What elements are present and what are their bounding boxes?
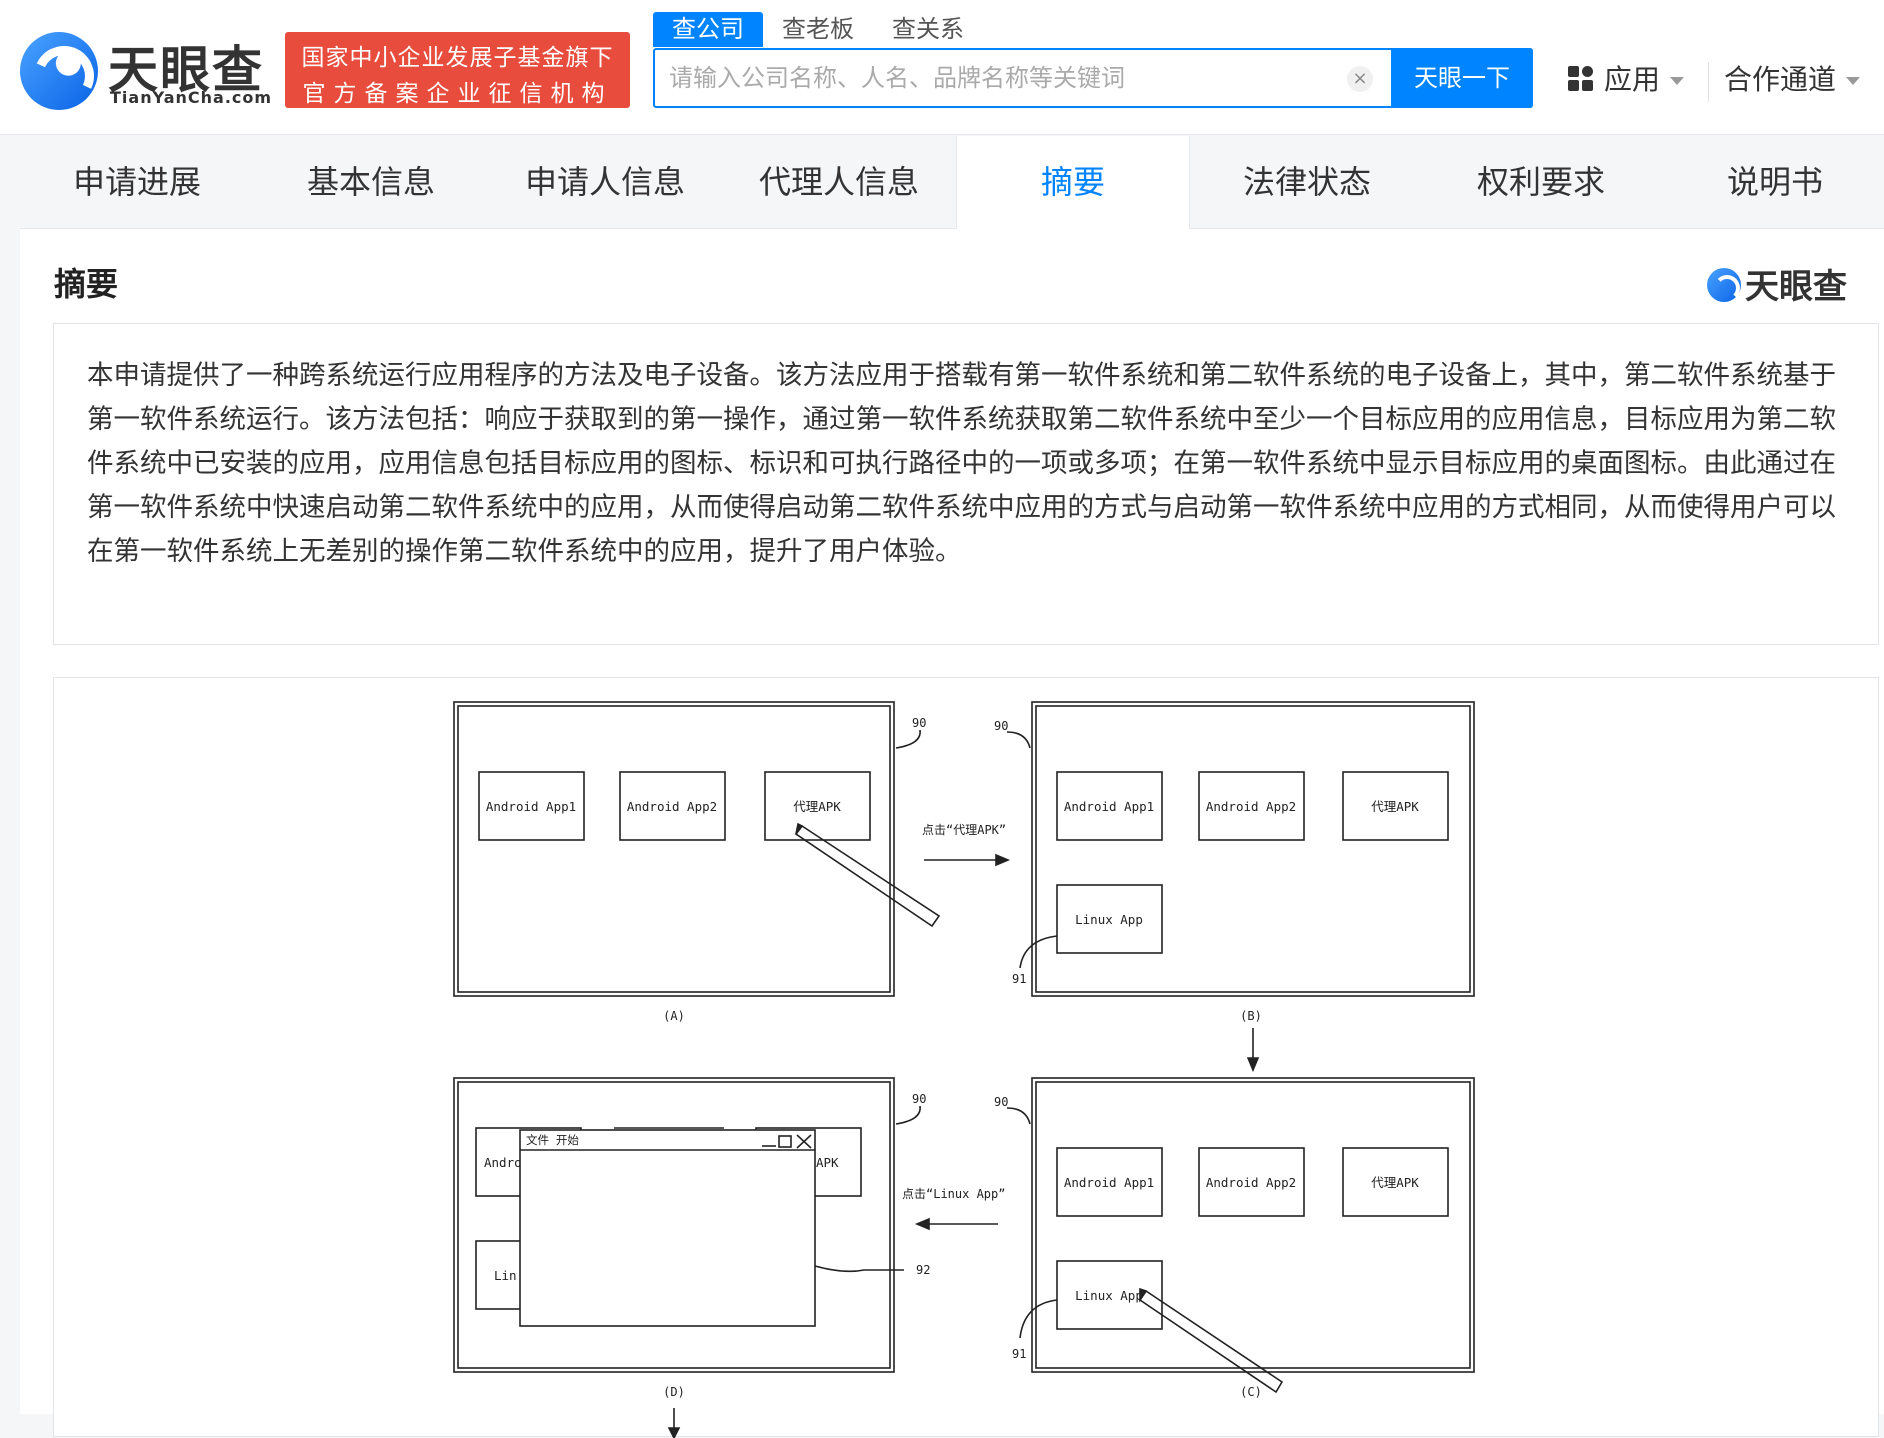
logo-chinese-text: 天眼查 [108, 41, 264, 99]
panel-c-app2: Android App2 [1206, 1175, 1296, 1190]
panel-b-ref-90: 90 [994, 719, 1008, 733]
panel-c-ref-91: 91 [1012, 1347, 1026, 1361]
search-area: 查公司 查老板 查关系 × 天眼一下 [653, 12, 1533, 108]
main-content: 摘要 天眼查 本申请提供了一种跨系统运行应用程序的方法及电子设备。该方法应用于搭… [20, 229, 1884, 1438]
panel-b-linux: Linux App [1075, 912, 1143, 927]
section-title: 摘要 [54, 265, 119, 303]
chevron-down-icon [1846, 77, 1861, 85]
detail-tabs: 申请进展 基本信息 申请人信息 代理人信息 摘要 法律状态 权利要求 说明书 [20, 136, 1884, 230]
panel-a: Android App1 Android App2 代理APK (A) 90 [453, 701, 941, 1023]
search-input[interactable] [669, 50, 1349, 106]
search-box: × 天眼一下 [653, 48, 1533, 108]
apps-grid-icon [1568, 66, 1594, 92]
panel-d-ref-92: 92 [916, 1263, 930, 1277]
abstract-text: 本申请提供了一种跨系统运行应用程序的方法及电子设备。该方法应用于搭载有第一软件系… [87, 360, 1836, 567]
badge-line-2: 官方备案企业征信机构 [302, 81, 613, 107]
panel-a-proxy: 代理APK [793, 799, 841, 814]
panel-c: Android App1 Android App2 代理APK Linux Ap… [994, 1077, 1475, 1399]
tab-description[interactable]: 说明书 [1726, 163, 1823, 201]
chevron-down-icon [1670, 77, 1685, 85]
panel-b-label: (B) [1240, 1009, 1262, 1023]
panel-d-partial-apk: APK [816, 1155, 839, 1170]
badge-line-1: 国家中小企业发展子基金旗下 [301, 45, 614, 71]
tab-basic-info[interactable]: 基本信息 [306, 163, 435, 201]
panel-a-app1: Android App1 [486, 799, 576, 814]
panel-d-window-menu: 文件 开始 [526, 1133, 579, 1147]
panel-c-ref-90: 90 [994, 1095, 1008, 1109]
apps-menu[interactable]: 应用 [1568, 58, 1685, 98]
panel-b-ref-91: 91 [1012, 972, 1026, 986]
top-header: 天眼查 TianYanCha.com 国家中小企业发展子基金旗下 官方备案企业征… [0, 0, 1884, 135]
header-divider [1708, 62, 1709, 102]
apps-label: 应用 [1604, 63, 1661, 96]
clear-icon[interactable]: × [1347, 66, 1373, 92]
panel-d: Andro APK Lin 文件 开始 92 90 (D) [453, 1077, 930, 1399]
search-tab-boss[interactable]: 查老板 [782, 15, 854, 43]
panel-b: Android App1 Android App2 代理APK Linux Ap… [994, 701, 1475, 1023]
patent-figure: Android App1 Android App2 代理APK (A) 90 点… [53, 677, 1879, 1438]
arrow-label-click-proxy: 点击“代理APK” [922, 823, 1006, 837]
panel-d-partial-app: Andro [484, 1155, 522, 1170]
panel-c-app1: Android App1 [1064, 1175, 1154, 1190]
panel-a-ref-90: 90 [912, 716, 926, 730]
logo-eye-icon [1707, 268, 1741, 302]
search-button[interactable]: 天眼一下 [1391, 48, 1533, 108]
panel-a-label: (A) [663, 1009, 685, 1023]
arrow-label-click-linux: 点击“Linux App” [902, 1187, 1005, 1201]
tab-legal-status[interactable]: 法律状态 [1242, 163, 1371, 201]
site-logo[interactable]: 天眼查 TianYanCha.com [20, 30, 273, 110]
cooperation-label: 合作通道 [1724, 63, 1837, 96]
tab-applicant-info[interactable]: 申请人信息 [524, 163, 685, 201]
tab-claims[interactable]: 权利要求 [1476, 163, 1605, 201]
panel-a-app2: Android App2 [627, 799, 717, 814]
certification-badge[interactable]: 国家中小企业发展子基金旗下 官方备案企业征信机构 [285, 32, 630, 108]
panel-b-app1: Android App1 [1064, 799, 1154, 814]
logo-eye-icon [20, 32, 98, 110]
cooperation-menu[interactable]: 合作通道 [1724, 58, 1861, 98]
watermark-logo: 天眼查 [1707, 259, 1847, 307]
panel-b-app2: Android App2 [1206, 799, 1296, 814]
panel-b-proxy: 代理APK [1371, 799, 1419, 814]
panel-c-proxy: 代理APK [1371, 1175, 1419, 1190]
tab-abstract[interactable]: 摘要 [956, 136, 1190, 230]
panel-c-linux: Linux App [1075, 1288, 1143, 1303]
abstract-box: 本申请提供了一种跨系统运行应用程序的方法及电子设备。该方法应用于搭载有第一软件系… [53, 323, 1879, 645]
panel-d-label: (D) [663, 1385, 685, 1399]
logo-english-text: TianYanCha.com [110, 88, 273, 107]
search-tab-company[interactable]: 查公司 [653, 12, 763, 47]
tab-application-progress[interactable]: 申请进展 [72, 163, 201, 201]
search-tab-relation[interactable]: 查关系 [892, 15, 964, 43]
patent-drawing: Android App1 Android App2 代理APK (A) 90 点… [453, 701, 1475, 1438]
panel-d-ref-90: 90 [912, 1092, 926, 1106]
watermark-text: 天眼查 [1745, 267, 1847, 307]
panel-c-label: (C) [1240, 1385, 1262, 1399]
tab-agent-info[interactable]: 代理人信息 [758, 163, 919, 201]
panel-d-partial-linux: Lin [494, 1268, 517, 1283]
